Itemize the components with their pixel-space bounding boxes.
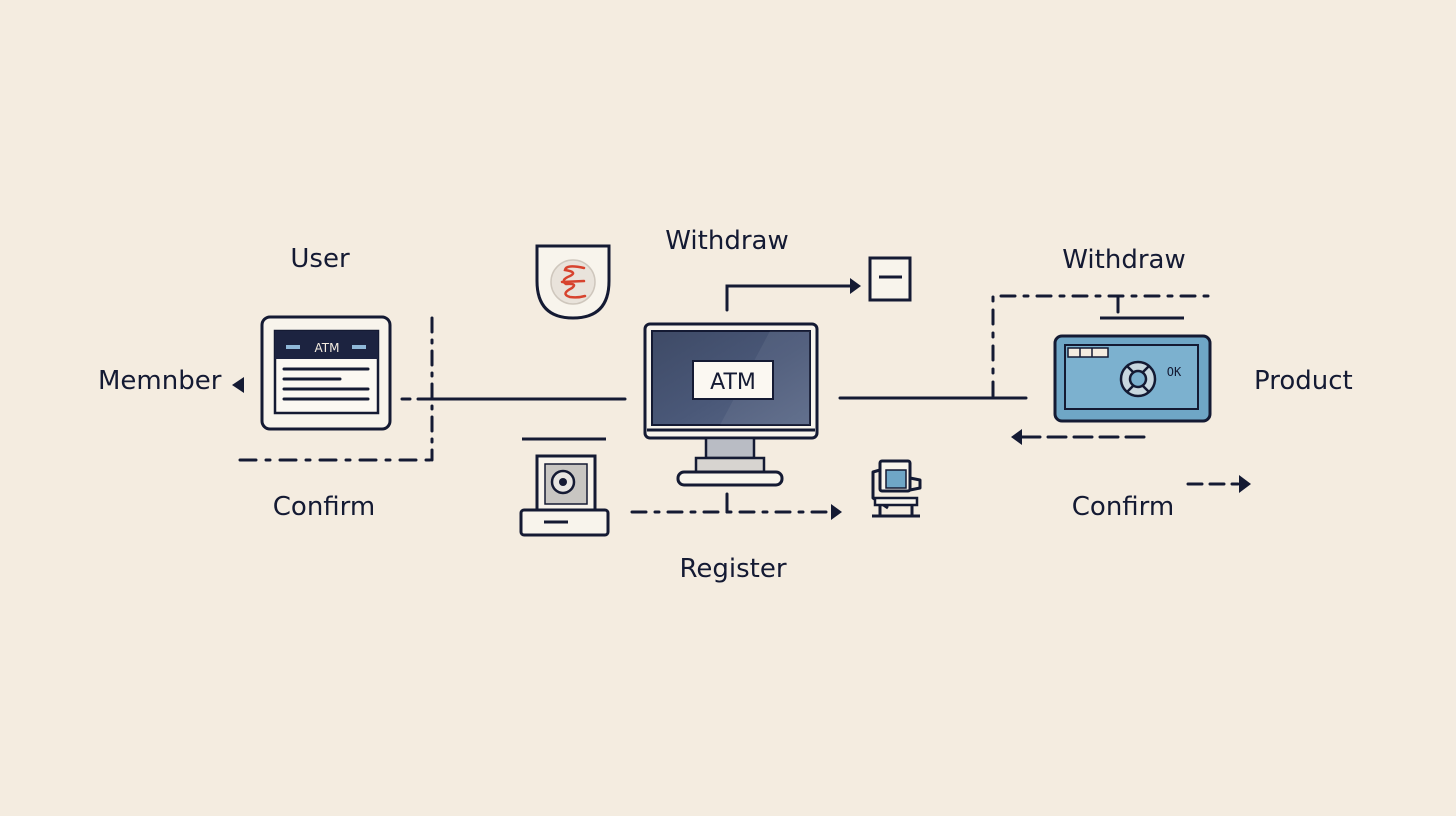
confirm-right-label: Confirm bbox=[1071, 492, 1175, 522]
left-atm-screen-text: ATM bbox=[315, 341, 340, 355]
user-label: User bbox=[290, 244, 350, 274]
withdraw-right-label: Withdraw bbox=[1062, 245, 1186, 275]
confirm-right-arrow-head bbox=[1239, 475, 1251, 493]
card-reader-icon bbox=[871, 459, 922, 518]
connectors bbox=[232, 278, 1251, 520]
right-return-arrow-head bbox=[1011, 429, 1022, 445]
atm-window-icon: ATM bbox=[260, 315, 392, 431]
right-ok-text: OK bbox=[1167, 365, 1182, 379]
minus-box-icon bbox=[868, 256, 912, 302]
confirm-left-label: Confirm bbox=[272, 492, 376, 522]
product-label: Product bbox=[1254, 366, 1353, 396]
monitor-icon: ATM bbox=[643, 322, 819, 487]
card-window-icon: OK bbox=[1053, 316, 1212, 423]
register-label: Register bbox=[679, 554, 787, 584]
member-arrow-head bbox=[232, 377, 244, 393]
withdraw-arrow-head bbox=[850, 278, 861, 294]
register-arrow-head bbox=[831, 504, 842, 520]
right-dashed-frame bbox=[991, 294, 1217, 398]
member-label: Memnber bbox=[98, 366, 222, 396]
withdraw-center-label: Withdraw bbox=[665, 226, 789, 256]
center-atm-screen-text: ATM bbox=[710, 370, 756, 395]
receipt-printer-icon bbox=[519, 437, 610, 537]
shield-icon bbox=[535, 244, 611, 320]
withdraw-elbow-line bbox=[725, 284, 852, 312]
